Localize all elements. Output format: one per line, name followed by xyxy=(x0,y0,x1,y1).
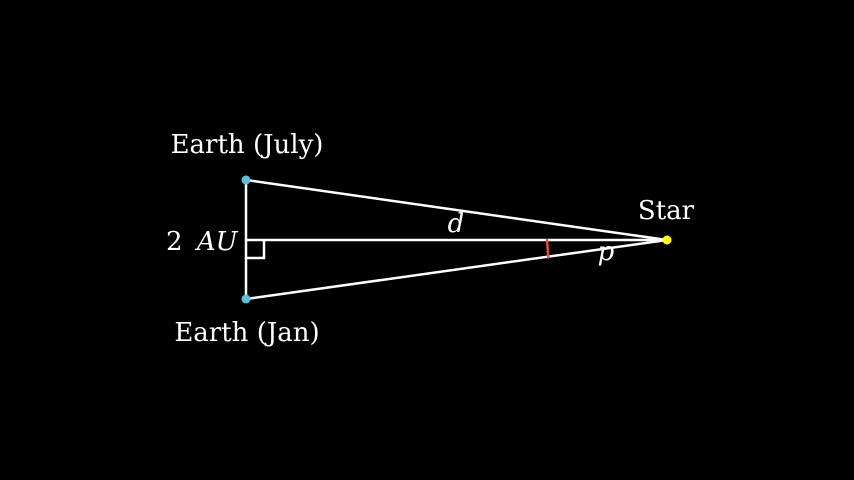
star-point xyxy=(662,235,672,245)
earth-jan-to-star-line xyxy=(244,238,669,301)
baseline-label: 2 AU xyxy=(166,227,239,257)
earth-jan-point xyxy=(241,294,251,304)
right-angle-marker xyxy=(244,238,266,260)
parallax-label: p xyxy=(598,237,615,267)
earth-july-to-star-line xyxy=(244,178,669,242)
earth-july-point xyxy=(241,175,251,185)
parallax-angle-arc xyxy=(545,238,550,259)
star-label: Star xyxy=(638,196,695,226)
baseline-number: 2 xyxy=(166,227,183,257)
distance-label: d xyxy=(448,209,465,239)
baseline-unit: AU xyxy=(195,227,239,257)
earth-jan-label: Earth (Jan) xyxy=(174,318,319,348)
earth-july-label: Earth (July) xyxy=(171,130,324,160)
